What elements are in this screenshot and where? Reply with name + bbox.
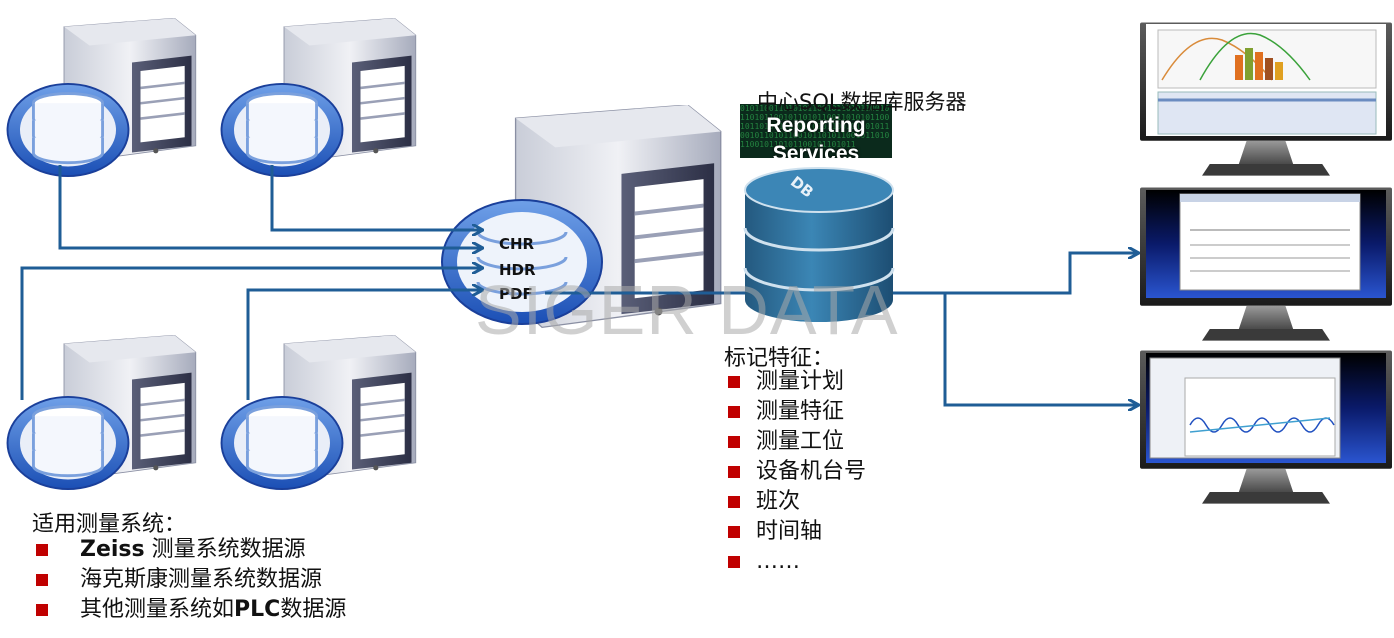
monitor-timeseries — [1140, 350, 1392, 504]
central-server-title: 中心SQL数据库服务器 — [757, 90, 967, 114]
list-item: 测量计划 — [728, 367, 866, 397]
systems-heading: 适用测量系统： — [32, 512, 187, 537]
source-server-3 — [6, 335, 198, 491]
db-cylinder — [743, 167, 895, 322]
features-list: 测量计划 测量特征 测量工位 设备机台号 班次 时间轴 …… — [728, 367, 866, 577]
source-server-4 — [220, 335, 418, 491]
reporting-label: Reporting — [766, 114, 866, 137]
source-server-2 — [220, 18, 418, 178]
monitor-report — [1140, 187, 1392, 341]
services-label: Services — [772, 142, 860, 158]
features-heading: 标记特征： — [724, 346, 835, 371]
list-item: 测量特征 — [728, 397, 866, 427]
systems-list: Zeiss 测量系统数据源 海克斯康测量系统数据源 其他测量系统如PLC数据源 — [36, 535, 346, 625]
list-item: 海克斯康测量系统数据源 — [36, 565, 346, 595]
list-item: 测量工位 — [728, 427, 866, 457]
watermark: SIGER DATA — [475, 271, 899, 349]
list-item: Zeiss 测量系统数据源 — [36, 535, 346, 565]
list-item: 其他测量系统如PLC数据源 — [36, 595, 346, 625]
file-type-hdr: HDR — [499, 261, 536, 279]
source-server-1 — [6, 18, 198, 178]
list-item: 时间轴 — [728, 517, 866, 547]
list-item: …… — [728, 547, 866, 577]
list-item: 班次 — [728, 487, 866, 517]
file-type-chr: CHR — [499, 235, 535, 253]
list-item: 设备机台号 — [728, 457, 866, 487]
monitor-chart — [1140, 22, 1392, 176]
file-type-pdf: PDF — [499, 285, 533, 303]
reporting-services-badge: 0101100110101011001011010110010110101100… — [740, 104, 892, 158]
